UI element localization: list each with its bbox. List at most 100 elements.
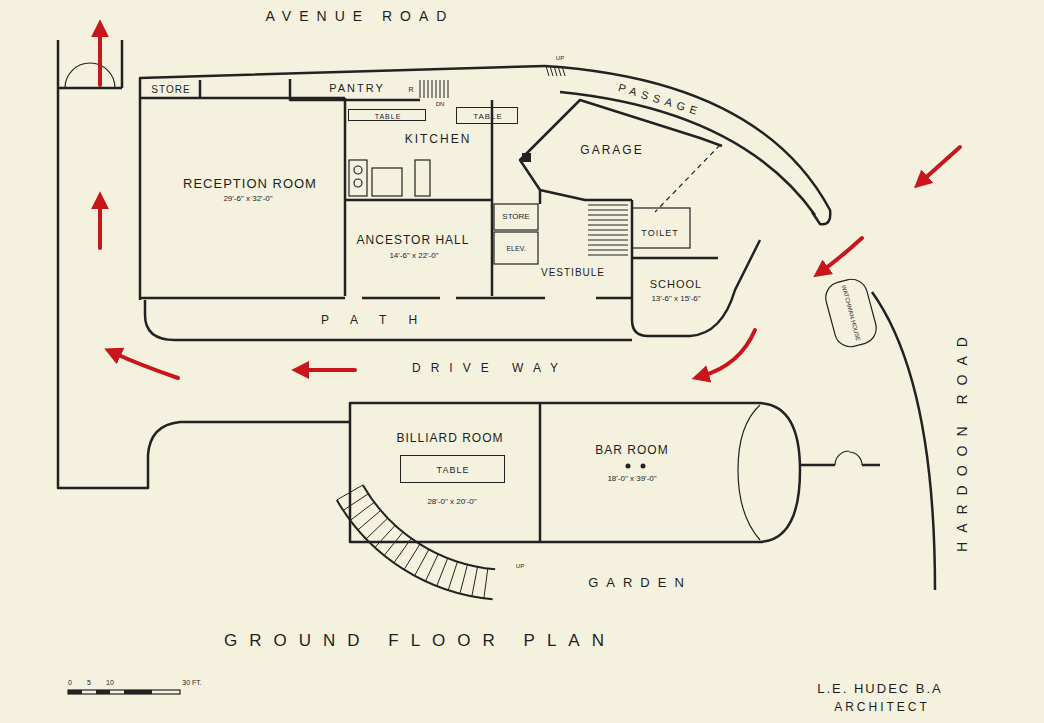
room-name: STORE (151, 85, 190, 95)
stair-symbol (394, 538, 411, 562)
text-holder: BILLIARD ROOM (396, 432, 503, 444)
fixtures (354, 179, 362, 187)
traffic-arrow (98, 202, 102, 248)
room: ELEV. (494, 232, 538, 264)
room-name: RECEPTION ROOM (183, 177, 317, 190)
text-holder: STORE (502, 213, 529, 221)
walls (800, 464, 880, 467)
room-name: PANTRY (329, 83, 385, 94)
walls (58, 40, 935, 590)
scale-number: 5 (87, 679, 91, 686)
walls (345, 98, 492, 296)
fixtures (349, 160, 367, 196)
room: RECEPTION ROOM29'-6" x 32'-0" (142, 98, 342, 296)
stair-symbol (558, 66, 561, 76)
scale-number: 10 (106, 679, 114, 686)
stair-symbol (588, 255, 628, 256)
traffic-arrow (922, 147, 960, 181)
path-label: PATH (321, 314, 439, 326)
room-name: TABLE (437, 466, 470, 475)
stair-symbol (343, 494, 368, 511)
stair-symbol (444, 80, 445, 98)
billiard-table: TABLE (400, 455, 505, 483)
stair-symbol (448, 80, 449, 98)
walls (632, 257, 718, 260)
fills (124, 690, 152, 694)
fills (522, 153, 531, 162)
text-holder: 18'-0" x 39'-0" (607, 475, 656, 483)
traffic-arrow (114, 353, 178, 378)
stair-symbol (484, 569, 488, 599)
text-holder: RECEPTION ROOM (183, 177, 317, 190)
room-name: WATCHMAN HOUSE (841, 284, 862, 341)
fills (68, 153, 646, 694)
fixtures (65, 63, 880, 694)
stair-symbol (415, 549, 429, 575)
stair-symbol (363, 485, 495, 569)
room-name: ELEV. (506, 245, 525, 252)
room-name: SCHOOL (650, 279, 702, 290)
walls (539, 403, 542, 542)
stair-symbol (366, 518, 388, 539)
stair-symbol (337, 485, 363, 500)
stair-symbol (588, 220, 628, 221)
room: KITCHENTABLETABLE (347, 100, 525, 200)
fixtures (494, 232, 538, 264)
traffic-arrow (822, 238, 862, 271)
text-holder: STORE (151, 85, 190, 95)
stair-symbol (588, 225, 628, 226)
scale-number: 0 (68, 679, 72, 686)
stair-symbol (562, 66, 565, 76)
text-holder: KITCHEN (405, 133, 472, 145)
garden-label: GARDEN (588, 576, 692, 589)
room-name: VESTIBULE (541, 268, 605, 278)
walls (140, 297, 632, 300)
stair-symbol (588, 215, 628, 216)
text-holder: WATCHMAN HOUSE (841, 284, 862, 341)
room: BAR ROOM18'-0" x 39'-0" (542, 405, 792, 540)
stair-symbol (588, 240, 628, 241)
stair-mark: UP (556, 55, 564, 61)
stair-symbol (337, 500, 493, 599)
driveway-label: DRIVE WAY (412, 362, 568, 374)
traffic-arrow (302, 368, 355, 372)
stair-symbol (448, 562, 457, 591)
stair-symbol (375, 525, 395, 547)
room: STORE (494, 204, 538, 230)
stair-symbol (424, 80, 425, 98)
text-holder: 28'-0" x 20'-0" (427, 498, 476, 506)
stair-symbol (440, 80, 441, 98)
walls (58, 40, 350, 488)
stair-symbol (420, 80, 421, 98)
room-name: GARAGE (580, 144, 643, 156)
stair-symbol (588, 250, 628, 251)
walls (58, 40, 122, 88)
walls (632, 200, 760, 336)
stair-symbol (460, 565, 468, 594)
traffic-arrow (702, 330, 755, 376)
room-dimension: 18'-0" x 39'-0" (607, 475, 656, 483)
traffic-arrow (98, 30, 102, 85)
fixtures (738, 405, 760, 540)
walls (872, 292, 935, 590)
street-name: HARDOON ROAD (955, 328, 969, 552)
stair-symbol (588, 230, 628, 231)
stair-symbol (425, 554, 438, 581)
traffic-arrow (100, 30, 960, 378)
room-name: TOILET (641, 229, 678, 238)
fills (626, 464, 631, 469)
room-dimension: 13'-6" x 15'-6" (651, 295, 700, 303)
architect-name: L.E. HUDEC B.A (817, 682, 943, 695)
stair-symbol (437, 558, 448, 586)
text-holder: VESTIBULE (541, 268, 605, 278)
text-holder: TOILET (641, 229, 678, 238)
fills (96, 690, 110, 694)
room-name: KITCHEN (405, 133, 472, 145)
stair-symbol (550, 66, 553, 76)
fixtures (415, 160, 430, 196)
text-holder: SCHOOL (650, 279, 702, 290)
scale-number: 30 FT. (182, 679, 201, 686)
stair-symbol (384, 532, 403, 555)
room-name: BILLIARD ROOM (396, 432, 503, 444)
room: VESTIBULE (540, 262, 630, 286)
